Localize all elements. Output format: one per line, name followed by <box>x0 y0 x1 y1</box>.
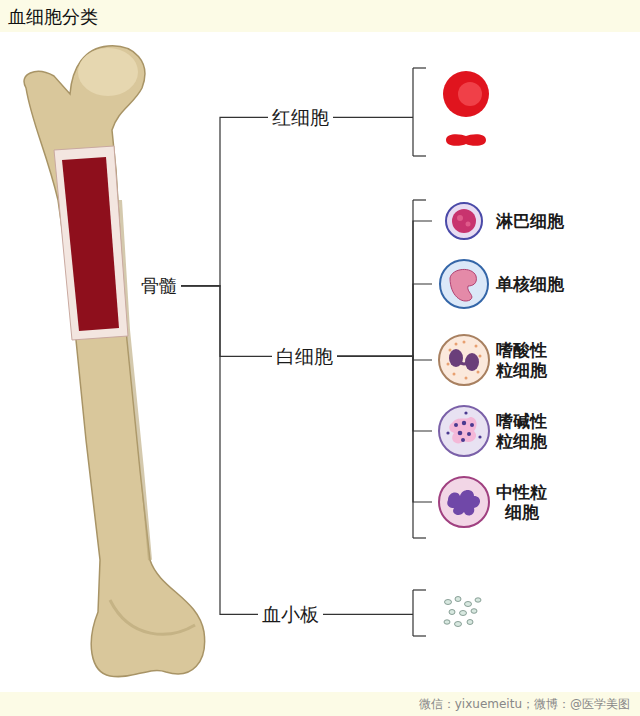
bone-cortex <box>54 146 128 340</box>
red-cell <box>443 71 489 117</box>
bracket <box>412 590 413 636</box>
node-label: 嗜酸性粒细胞 <box>496 340 548 381</box>
cell-node: 单核细胞 <box>432 254 568 314</box>
bone-marrow <box>62 157 119 331</box>
platelets <box>444 597 481 627</box>
femur-bone <box>24 46 205 677</box>
cell-node: 中性粒细胞 <box>432 472 552 532</box>
category-node: 白细胞 <box>272 343 337 370</box>
node-label: 红细胞 <box>272 106 329 129</box>
red-cell-side <box>446 134 486 146</box>
node-label: 中性粒细胞 <box>496 482 548 523</box>
connector <box>337 356 432 431</box>
red-cell-center <box>458 82 482 106</box>
cell-icon <box>436 474 492 530</box>
watermark: 微信：yixuemeitu；微博：@医学美图 <box>419 696 630 713</box>
cell-icon <box>436 332 492 388</box>
bracket <box>413 589 426 590</box>
bone-shade <box>110 600 195 634</box>
bracket <box>413 537 426 538</box>
category-node: 血小板 <box>258 601 323 628</box>
bracket <box>412 68 413 156</box>
connector <box>181 286 258 615</box>
node-label: 嗜碱性粒细胞 <box>496 411 548 452</box>
bracket <box>413 155 426 156</box>
bone-shade <box>120 200 150 560</box>
node-label: 单核细胞 <box>496 274 564 294</box>
bracket-line <box>333 117 413 118</box>
connector <box>337 356 432 502</box>
connector <box>181 286 272 357</box>
femur-head <box>78 48 138 96</box>
bracket <box>413 67 426 68</box>
cell-node: 嗜碱性粒细胞 <box>432 401 552 461</box>
connector <box>337 284 432 356</box>
bracket <box>413 635 426 636</box>
bracket-line <box>323 614 413 615</box>
node-label: 血小板 <box>262 603 319 626</box>
bracket <box>413 199 426 200</box>
cell-node: 淋巴细胞 <box>432 191 568 251</box>
cell-icon <box>436 256 492 312</box>
title: 血细胞分类 <box>8 5 98 29</box>
connector <box>181 117 268 285</box>
cell-node: 嗜酸性粒细胞 <box>432 330 552 390</box>
cell-icon <box>436 193 492 249</box>
category-node: 红细胞 <box>268 104 333 131</box>
connector <box>337 221 432 356</box>
node-label: 骨髓 <box>141 275 177 297</box>
node-label: 淋巴细胞 <box>496 211 564 231</box>
cell-icon <box>436 403 492 459</box>
node-label: 白细胞 <box>276 345 333 368</box>
category-node: 骨髓 <box>137 273 181 299</box>
